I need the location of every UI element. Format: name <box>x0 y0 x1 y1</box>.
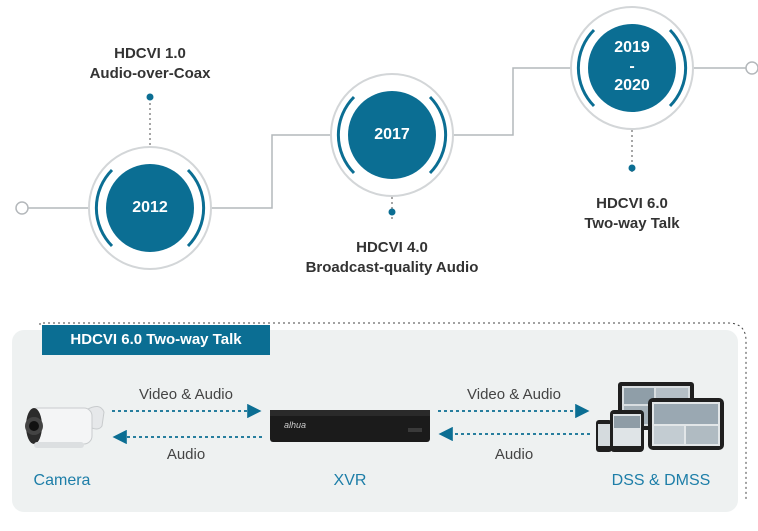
bullet-camera-icon <box>25 406 105 448</box>
milestone-year-2020: 2020 <box>614 77 650 94</box>
milestone-year-2019: 2019 <box>614 39 650 56</box>
milestone-year-2012: 2012 <box>132 199 168 216</box>
leader-dot-2012 <box>146 93 154 101</box>
milestone-subtitle: Broadcast-quality Audio <box>305 259 479 276</box>
xvr-recorder-icon <box>270 410 430 442</box>
device-label-dss: DSS & DMSS <box>611 472 711 489</box>
dss-devices-icon <box>596 382 724 452</box>
milestone-title: HDCVI 6.0 <box>596 195 668 212</box>
milestone-subtitle: Two-way Talk <box>584 215 680 232</box>
milestone-year-dash: - <box>629 58 635 75</box>
leader-dot-2019 <box>628 164 636 172</box>
milestone-2017-badge <box>330 73 454 197</box>
milestone-2012-badge <box>88 146 212 270</box>
xvr-brand-logo: alhua <box>284 420 307 430</box>
milestone-year-2017: 2017 <box>374 126 410 143</box>
device-label-xvr: XVR <box>333 472 367 489</box>
timeline-end-node <box>745 61 758 75</box>
device-label-camera: Camera <box>33 472 91 489</box>
milestone-label-2019-2020: HDCVI 6.0 Two-way Talk <box>552 194 712 234</box>
milestone-subtitle: Audio-over-Coax <box>89 65 211 82</box>
flow-label-right-bottom: Audio <box>494 446 534 463</box>
milestone-label-2012: HDCVI 1.0 Audio-over-Coax <box>60 44 240 84</box>
milestone-title: HDCVI 4.0 <box>356 239 428 256</box>
flow-label-right-top: Video & Audio <box>467 386 561 403</box>
leader-dot-2017 <box>388 208 396 216</box>
panel-tag: HDCVI 6.0 Two-way Talk <box>42 325 270 355</box>
timeline-start-node <box>15 201 29 215</box>
flow-label-left-bottom: Audio <box>166 446 206 463</box>
flow-label-left-top: Video & Audio <box>139 386 233 403</box>
timeline-graphic <box>15 6 758 270</box>
milestone-label-2017: HDCVI 4.0 Broadcast-quality Audio <box>282 238 502 278</box>
milestone-title: HDCVI 1.0 <box>114 45 186 62</box>
milestone-2019-2020-badge <box>570 6 694 130</box>
